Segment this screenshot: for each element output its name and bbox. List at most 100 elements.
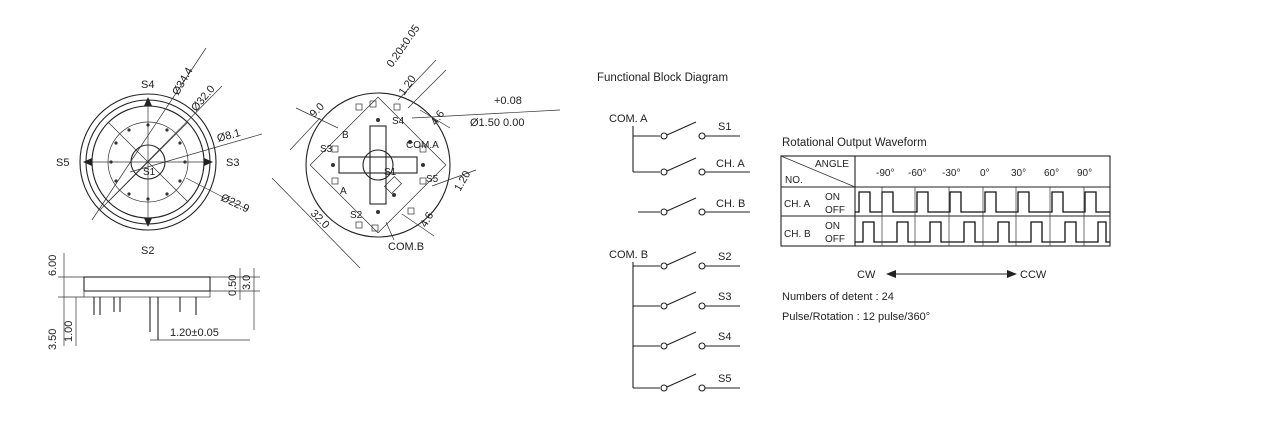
label-s1-center: S1: [143, 167, 156, 178]
dim-d2: Ø32.0: [189, 83, 217, 114]
side-body: [83, 276, 211, 292]
out-cha: CH. A: [716, 158, 745, 170]
out-s1: S1: [718, 121, 731, 133]
dim-120-top: 1.20: [397, 73, 419, 97]
arrow-right-icon: [204, 158, 213, 166]
top-view: S4 S5 S3 S2 S1 Ø34.4 Ø32.0 Ø8.1 Ø22.9: [56, 47, 263, 257]
switch-b-s3: S3: [660, 291, 740, 310]
switch-b-s5: S5: [660, 373, 740, 392]
pulse-rotation: Pulse/Rotation : 12 pulse/360°: [782, 311, 930, 323]
angle-header: -60°: [908, 168, 926, 179]
dim-d3: Ø8.1: [216, 127, 242, 145]
block-diagram: Functional Block Diagram COM. A S1 CH. A: [597, 72, 750, 392]
arrow-left-icon: [886, 270, 896, 278]
dim-050: 0.50: [227, 275, 239, 296]
out-chb: CH. B: [716, 198, 745, 210]
side-base: [83, 290, 211, 298]
pcb-center: [362, 149, 394, 181]
waveform-cha: [855, 191, 1110, 213]
angle-header: -30°: [942, 168, 960, 179]
row-chb-on: ON: [825, 221, 840, 232]
row-label-cha: CH. A: [784, 199, 810, 210]
switch-b-s2: S2: [660, 251, 740, 270]
dim-d4: Ø22.9: [219, 192, 251, 216]
pcb-view: 0.20±0.05 1.20 4.6 +0.08 Ø1.50 0.00 9.0 …: [271, 23, 561, 269]
dim-600: 6.00: [47, 255, 59, 276]
side-pins: [93, 297, 197, 340]
header-diagonal: [780, 155, 856, 188]
label-s4: S4: [141, 79, 154, 91]
dim-d1: Ø34.4: [170, 66, 195, 98]
angle-header: -90°: [876, 168, 894, 179]
arrow-right-icon: [1007, 270, 1017, 278]
pcb-label-s5: S5: [426, 174, 439, 185]
out-s3: S3: [718, 291, 731, 303]
arrow-left-icon: [83, 158, 92, 166]
leader-d1: [91, 47, 207, 221]
waveform-title: Rotational Output Waveform: [782, 137, 927, 149]
angle-header: 90°: [1077, 168, 1092, 179]
com-b-bus: [632, 262, 660, 389]
waveform-table: [780, 155, 1111, 247]
dim-dia-tol: +0.08: [494, 95, 522, 107]
out-s5: S5: [718, 373, 731, 385]
leader-d2: [99, 85, 223, 211]
pcb-pins: [331, 118, 425, 214]
pcb-label-com-a: COM.A: [406, 140, 439, 151]
label-s3: S3: [226, 157, 239, 169]
pcb-label-s4: S4: [392, 116, 405, 127]
label-s5: S5: [56, 157, 69, 169]
dim-30: 3.0: [241, 275, 253, 290]
waveform-chb: [855, 221, 1110, 243]
pcb-dim-lines: [271, 59, 561, 269]
pcb-outline: [305, 92, 451, 238]
pcb-label-a: A: [340, 186, 347, 197]
dim-tol: 0.20±0.05: [385, 23, 423, 70]
detent-count: Numbers of detent : 24: [782, 291, 894, 303]
angle-gridlines: [881, 187, 1085, 246]
pcb-label-b: B: [342, 130, 349, 141]
header-no: NO.: [785, 175, 803, 186]
label-s2: S2: [141, 245, 154, 257]
waveform-section: Rotational Output Waveform ANGLE NO. -90…: [780, 137, 1111, 323]
pcb-label-com-b: COM.B: [388, 241, 424, 253]
side-view: 6.00 0.50 3.0 3.50 1.00 1.20±0.05: [47, 253, 260, 350]
switch-a-cha: CH. A: [660, 157, 750, 176]
side-dim-lines: [58, 253, 260, 346]
pcb-label-s2: S2: [350, 210, 363, 221]
com-a-bus: [632, 126, 660, 173]
pcb-inner-square: [309, 96, 447, 234]
direction-cw: CW: [857, 269, 876, 281]
arrow-down-icon: [144, 218, 152, 227]
pcb-pads: [331, 100, 427, 232]
leader-d4: [185, 177, 249, 211]
block-diagram-title: Functional Block Diagram: [597, 72, 728, 84]
detent-dots: [109, 123, 187, 201]
pcb-label-s3: S3: [320, 144, 333, 155]
cross-vertical: [369, 125, 387, 205]
angle-header: 0°: [980, 168, 990, 179]
header-angle: ANGLE: [815, 159, 849, 170]
out-s2: S2: [718, 251, 731, 263]
direction-ccw: CCW: [1020, 269, 1047, 281]
row-cha-on: ON: [825, 192, 840, 203]
dim-350: 3.50: [47, 329, 59, 350]
angle-headers: -90° -60° -30° 0° 30° 60° 90°: [876, 168, 1092, 179]
dim-100: 1.00: [63, 321, 75, 342]
com-b-label: COM. B: [609, 249, 648, 261]
arrow-up-icon: [144, 97, 152, 106]
dim-120-right: 1.20: [452, 169, 473, 194]
dim-32: 32.0: [308, 208, 332, 232]
dim-dia-nom: Ø1.50 0.00: [470, 117, 524, 129]
out-s4: S4: [718, 331, 731, 343]
row-label-chb: CH. B: [784, 229, 811, 240]
outer-ring: [79, 93, 217, 231]
switch-b-s4: S4: [660, 331, 740, 350]
cross-horizontal: [338, 156, 418, 174]
row-chb-off: OFF: [825, 234, 845, 245]
pcb-label-s1: S1: [384, 167, 397, 178]
dim-pitch: 1.20±0.05: [170, 327, 219, 339]
switch-a-s1: S1: [660, 121, 740, 140]
leader-d3: [129, 133, 263, 173]
